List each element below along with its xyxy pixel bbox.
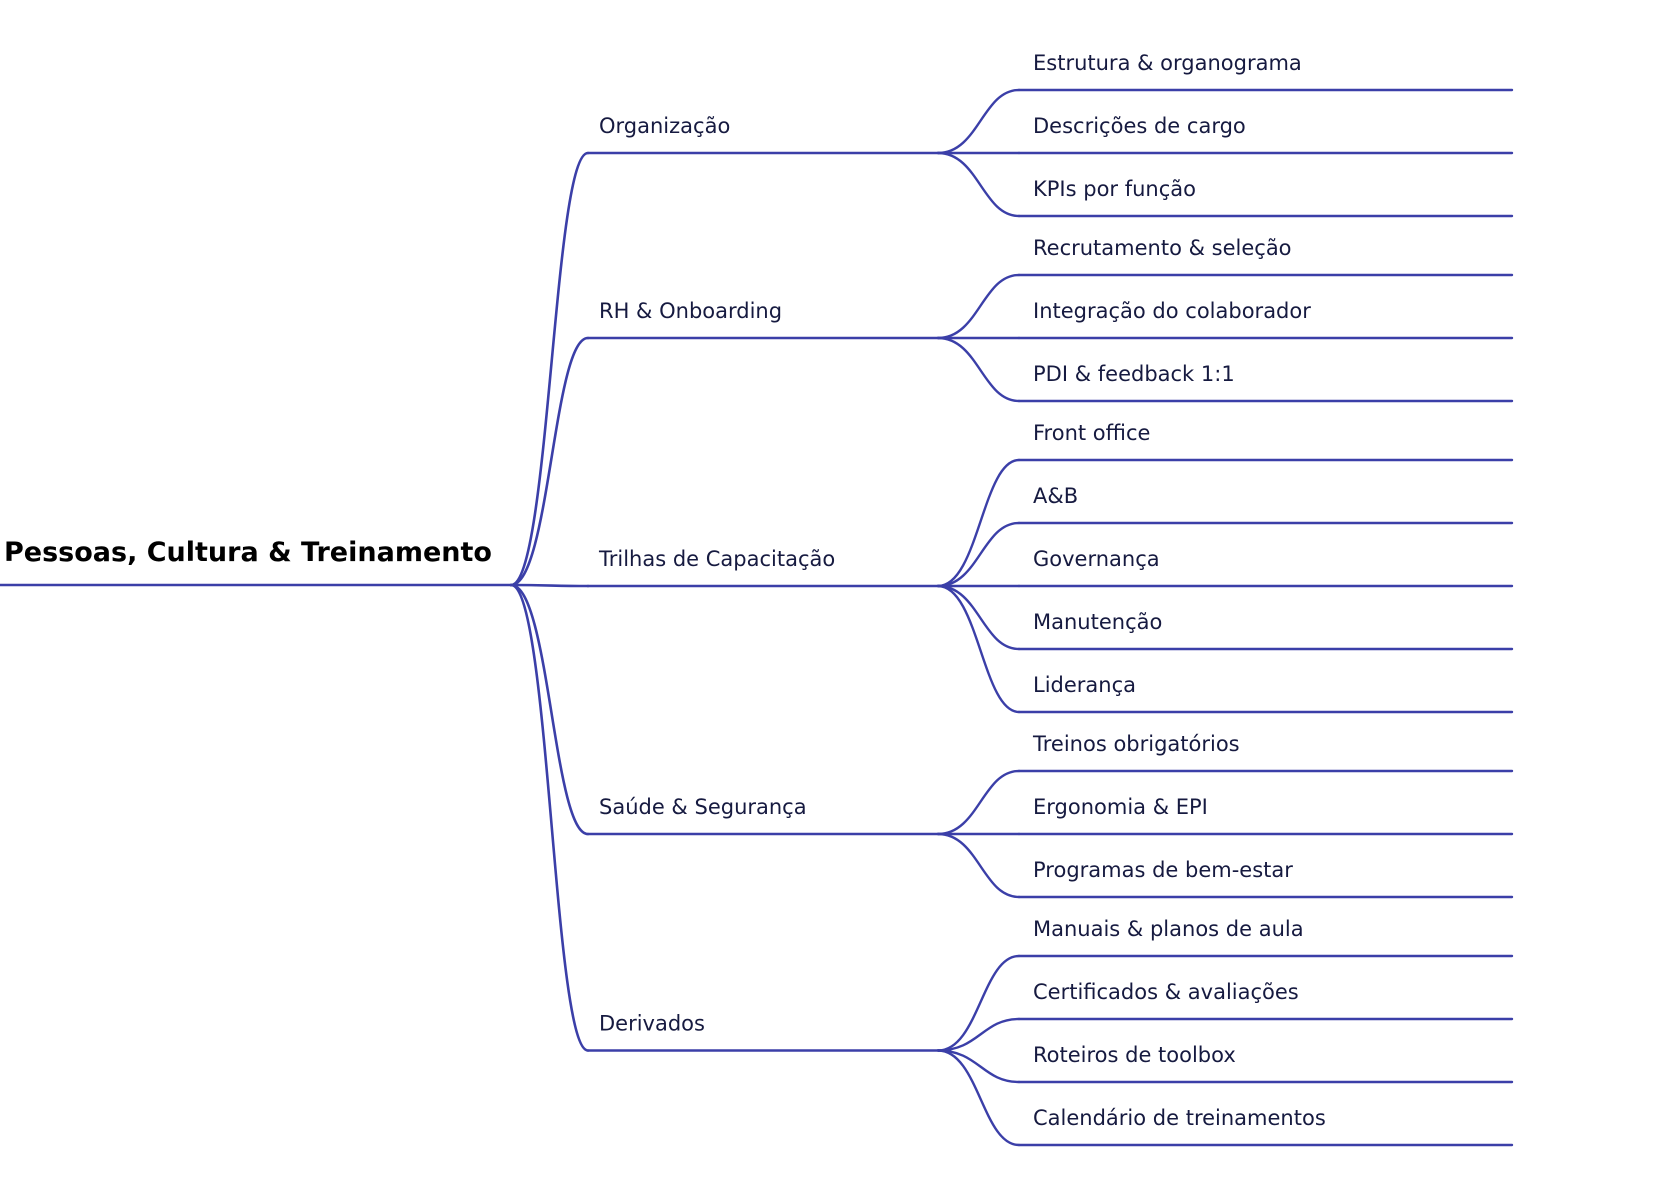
- leaf-label: Programas de bem-estar: [1033, 858, 1293, 882]
- branch-connector: [509, 583, 590, 1052]
- leaf-label: Integração do colaborador: [1033, 299, 1311, 323]
- leaf-connector: [936, 1049, 1021, 1147]
- leaf-label: Governança: [1033, 547, 1160, 571]
- leaf-connector: [936, 584, 1021, 714]
- leaf-label: Front office: [1033, 421, 1150, 445]
- leaf-label: Estrutura & organograma: [1033, 51, 1302, 75]
- root-node-label: Pessoas, Cultura & Treinamento: [4, 537, 492, 568]
- branch-label: Trilhas de Capacitação: [598, 547, 835, 571]
- leaf-label: Ergonomia & EPI: [1033, 795, 1208, 819]
- branch-connector: [509, 336, 590, 587]
- leaf-label: Manuais & planos de aula: [1033, 917, 1304, 941]
- leaf-label: KPIs por função: [1033, 177, 1196, 201]
- leaf-label: Treinos obrigatórios: [1032, 732, 1240, 756]
- leaf-connector: [936, 832, 1021, 899]
- branch-connector: [509, 151, 590, 587]
- leaf-connector: [936, 954, 1021, 1052]
- leaf-connector: [936, 769, 1021, 836]
- branch-label: Derivados: [599, 1012, 705, 1036]
- leaf-connector: [936, 336, 1021, 403]
- leaf-label: Certificados & avaliações: [1033, 980, 1299, 1004]
- branch-label: RH & Onboarding: [599, 299, 782, 323]
- leaf-connector: [936, 151, 1021, 218]
- leaf-label: A&B: [1033, 484, 1078, 508]
- leaf-connector: [936, 458, 1021, 588]
- leaf-connector: [936, 88, 1021, 155]
- leaf-connector: [936, 1049, 1021, 1084]
- leaf-label: Manutenção: [1033, 610, 1162, 634]
- leaf-connector: [936, 584, 1021, 651]
- leaf-connector: [936, 273, 1021, 340]
- branch-connector: [509, 583, 590, 836]
- node-labels: Pessoas, Cultura & Treinamento Organizaçã…: [4, 51, 1326, 1130]
- connector-lines: [0, 88, 1514, 1147]
- leaf-label: PDI & feedback 1:1: [1033, 362, 1235, 386]
- leaf-label: Calendário de treinamentos: [1033, 1106, 1326, 1130]
- leaf-label: Descrições de cargo: [1033, 114, 1246, 138]
- leaf-connector: [936, 1017, 1021, 1052]
- leaf-label: Roteiros de toolbox: [1033, 1043, 1236, 1067]
- leaf-connector: [936, 521, 1021, 588]
- branch-label: Organização: [599, 114, 730, 138]
- leaf-label: Recrutamento & seleção: [1033, 236, 1292, 260]
- branch-connector: [509, 583, 590, 588]
- branch-label: Saúde & Segurança: [599, 795, 807, 819]
- leaf-label: Liderança: [1033, 673, 1136, 697]
